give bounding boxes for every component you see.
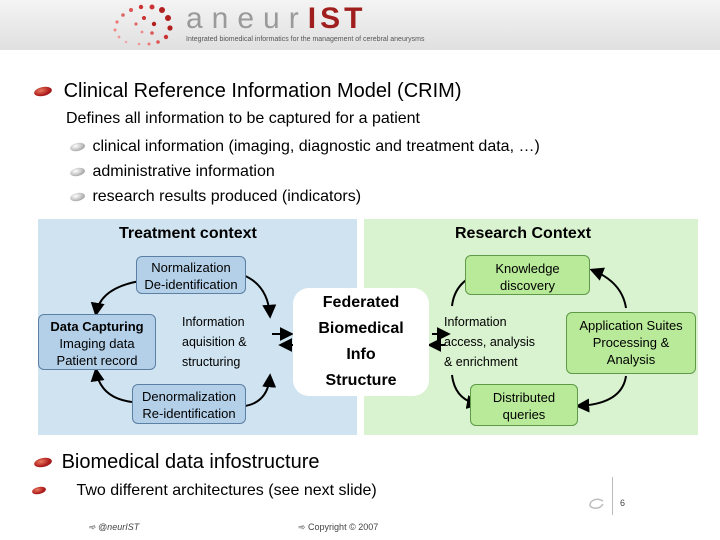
red-bullet-icon (31, 485, 47, 496)
footer-divider (612, 477, 613, 515)
crim-title: Clinical Reference Information Model (CR… (63, 80, 462, 102)
application-suites-node: Application Suites Processing & Analysis (566, 312, 696, 374)
infostructure-bullet: Two different architectures (see next sl… (31, 482, 377, 500)
denormalization-arrow-left (90, 367, 133, 403)
list-item: clinical information (imaging, diagnosti… (69, 138, 540, 156)
infostructure-heading: Biomedical data infostructure (33, 451, 320, 474)
data-capturing-node: Data Capturing Imaging data Patient reco… (38, 314, 156, 370)
knowledge-arrow-right (589, 267, 627, 309)
logo-wordmark: aneurIST (186, 2, 367, 35)
research-context-title: Research Context (455, 225, 592, 242)
normalization-node: Normalization De-identification (136, 256, 246, 294)
info-access-label: Information access, analysis & enrichmen… (444, 315, 536, 369)
info-acquisition-label: Information aquisition & structuring (182, 315, 247, 369)
infostructure-title: Biomedical data infostructure (61, 451, 320, 473)
treatment-context-title: Treatment context (119, 225, 257, 242)
list-item: administrative information (69, 163, 275, 181)
normalization-arrow-right (242, 274, 277, 319)
federated-structure-node: Federated Biomedical Info Structure (293, 288, 429, 396)
red-bullet-icon (33, 456, 53, 469)
logo-tagline: Integrated biomedical informatics for th… (186, 36, 425, 43)
header-banner: aneurIST Integrated biomedical informati… (0, 0, 720, 50)
logo-dots-icon (113, 4, 173, 46)
crim-intro: Defines all information to be captured f… (66, 110, 420, 127)
normalization-arrow-left (90, 280, 141, 317)
footer-left: ➾ @neurIST (88, 522, 140, 532)
footer-logo-icon (589, 498, 604, 509)
footer-copyright: ➾ Copyright © 2007 (298, 522, 379, 532)
page-number: 6 (620, 498, 626, 508)
knowledge-discovery-node: Knowledge discovery (465, 255, 590, 295)
crim-heading: Clinical Reference Information Model (CR… (33, 80, 462, 103)
denormalization-node: Denormalization Re-identification (132, 384, 246, 424)
distributed-queries-node: Distributed queries (470, 384, 578, 426)
list-item: research results produced (indicators) (69, 188, 361, 206)
distributed-arrow-right (575, 375, 627, 413)
denormalization-arrow-right (244, 373, 277, 407)
